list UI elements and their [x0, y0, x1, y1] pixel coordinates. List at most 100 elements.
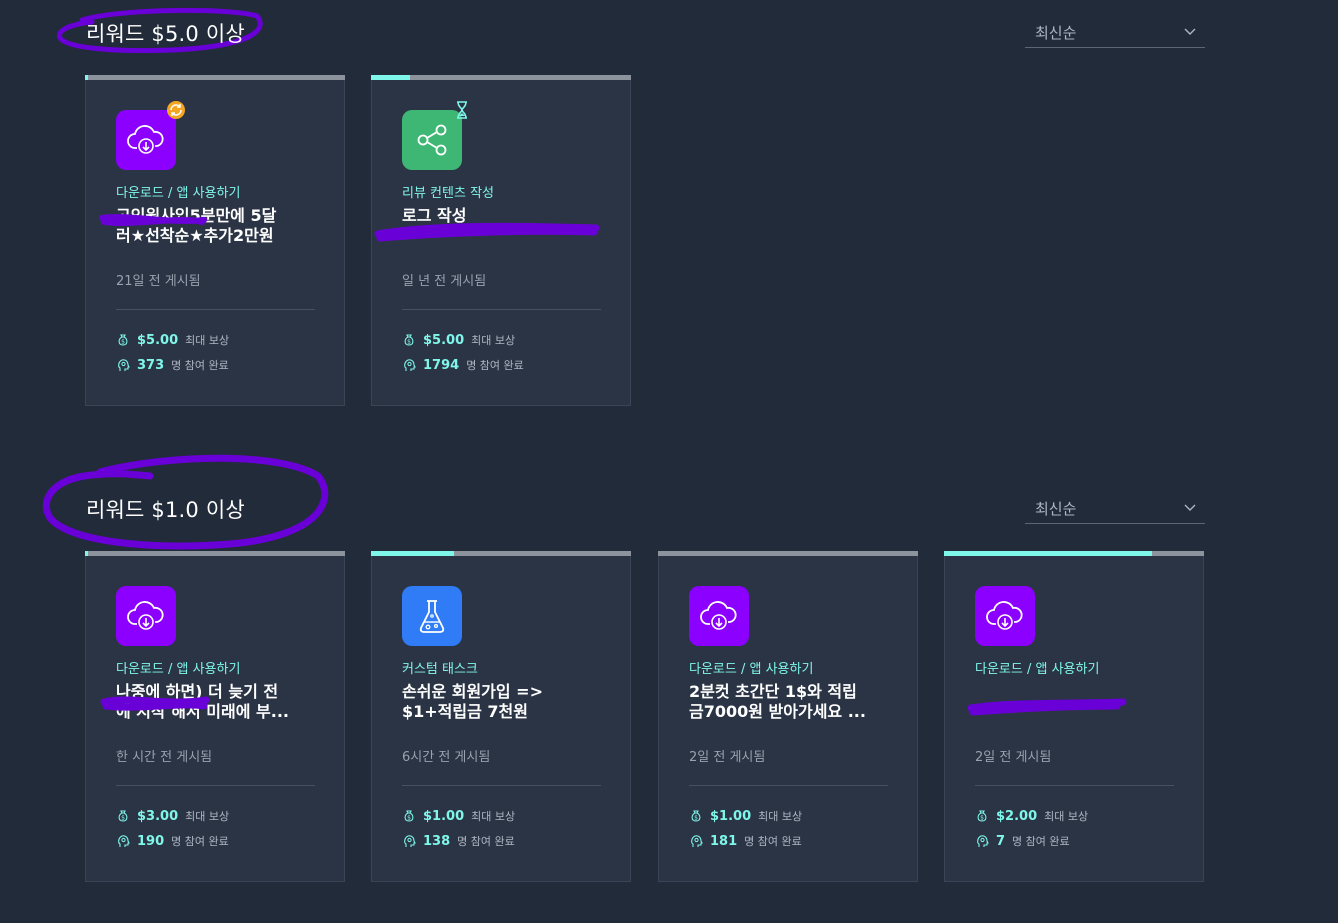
progress-bar — [85, 75, 345, 80]
progress-fill — [371, 551, 455, 556]
money-bag-icon: $ — [118, 810, 128, 822]
sort-dropdown[interactable]: 최신순 — [1025, 492, 1205, 524]
svg-text:$: $ — [980, 815, 984, 822]
chevron-down-icon — [1184, 504, 1196, 511]
progress-fill — [85, 551, 88, 556]
money-bag-icon: $ — [404, 334, 414, 346]
progress-bar — [944, 551, 1204, 556]
task-title-line: 2분컷 초간단 1$와 적립 — [689, 682, 857, 701]
task-card[interactable]: 다운로드 / 앱 사용하기 나중에 하면) 더 늦기 전 에 시작 해서 미래에… — [85, 551, 345, 882]
participants-label: 명 참여 완료 — [466, 359, 524, 372]
task-title-line: 금7000원 받아가세요 ... — [689, 702, 866, 721]
task-title: 고인원사입5분만에 5달 러★선착순★추가2만원 — [116, 206, 316, 246]
task-category: 다운로드 / 앱 사용하기 — [116, 186, 241, 201]
divider — [689, 785, 888, 786]
reward-value: $5.00 — [423, 332, 465, 348]
task-card[interactable]: 다운로드 / 앱 사용하기 고인원사입5분만에 5달 러★선착순★추가2만원 2… — [85, 75, 345, 406]
progress-bar — [85, 551, 345, 556]
task-category: 다운로드 / 앱 사용하기 — [975, 662, 1100, 677]
divider — [116, 309, 315, 310]
task-category: 리뷰 컨텐츠 작성 — [402, 186, 494, 201]
chevron-down-icon — [1184, 28, 1196, 35]
participants-stat: 190 명 참여 완료 — [116, 832, 229, 850]
task-card[interactable]: 리뷰 컨텐츠 작성 로그 작성 일 년 전 게시됨 $ $5.00 최대 보상 … — [371, 75, 631, 406]
reward-value: $5.00 — [137, 332, 179, 348]
participants-value: 1794 — [423, 357, 460, 373]
divider — [975, 785, 1174, 786]
posted-time: 21일 전 게시됨 — [116, 274, 201, 289]
head-icon — [118, 835, 130, 847]
participants-stat: 7 명 참여 완료 — [975, 832, 1070, 850]
hourglass-badge-icon — [457, 101, 467, 119]
participants-value: 7 — [996, 833, 1006, 849]
participants-value: 181 — [710, 833, 738, 849]
reward-stat: $ $2.00 최대 보상 — [975, 807, 1088, 825]
participants-value: 190 — [137, 833, 165, 849]
task-title-line: 에 시작 해서 미래에 부... — [116, 702, 289, 721]
redaction-scribble — [967, 698, 1127, 716]
reward-label: 최대 보상 — [185, 810, 230, 823]
task-title-line: $1+적립금 7천원 — [402, 702, 528, 721]
participants-value: 138 — [423, 833, 451, 849]
sort-dropdown[interactable]: 최신순 — [1025, 16, 1205, 48]
reward-label: 최대 보상 — [471, 334, 516, 347]
head-icon — [691, 835, 703, 847]
task-title-line: 손쉬운 회원가입 => — [402, 682, 543, 701]
reward-stat: $ $1.00 최대 보상 — [689, 807, 802, 825]
svg-text:$: $ — [407, 339, 411, 346]
task-category: 커스텀 태스크 — [402, 662, 478, 677]
reward-label: 최대 보상 — [758, 810, 803, 823]
reward-stat: $ $5.00 최대 보상 — [402, 331, 515, 349]
divider — [402, 785, 601, 786]
sort-dropdown-label: 최신순 — [1035, 500, 1077, 518]
progress-bar — [658, 551, 918, 556]
money-bag-icon: $ — [118, 334, 128, 346]
participants-label: 명 참여 완료 — [1012, 835, 1070, 848]
progress-bar — [371, 75, 631, 80]
share-icon — [402, 110, 462, 170]
money-bag-icon: $ — [977, 810, 987, 822]
refresh-badge-icon — [167, 101, 185, 119]
participants-label: 명 참여 완료 — [171, 835, 229, 848]
posted-time: 일 년 전 게시됨 — [402, 274, 487, 289]
progress-fill — [944, 551, 1152, 556]
divider — [116, 785, 315, 786]
task-title: 나중에 하면) 더 늦기 전 에 시작 해서 미래에 부... — [116, 682, 316, 722]
svg-text:$: $ — [121, 815, 125, 822]
reward-stat: $ $1.00 최대 보상 — [402, 807, 515, 825]
divider — [402, 309, 601, 310]
task-card[interactable]: 다운로드 / 앱 사용하기 2분컷 초간단 1$와 적립 금7000원 받아가세… — [658, 551, 918, 882]
flask-icon — [402, 586, 462, 646]
reward-label: 최대 보상 — [1044, 810, 1089, 823]
svg-text:$: $ — [407, 815, 411, 822]
cloud-download-icon — [975, 586, 1035, 646]
posted-time: 한 시간 전 게시됨 — [116, 750, 213, 765]
reward-label: 최대 보상 — [471, 810, 516, 823]
money-bag-icon: $ — [691, 810, 701, 822]
posted-time: 2일 전 게시됨 — [975, 750, 1052, 765]
head-icon — [404, 835, 416, 847]
participants-label: 명 참여 완료 — [744, 835, 802, 848]
task-title-line: 나중에 하면) 더 늦기 전 — [116, 682, 279, 701]
head-icon — [977, 835, 989, 847]
svg-text:$: $ — [694, 815, 698, 822]
reward-stat: $ $5.00 최대 보상 — [116, 331, 229, 349]
progress-fill — [371, 75, 410, 80]
task-category: 다운로드 / 앱 사용하기 — [116, 662, 241, 677]
task-card[interactable]: 다운로드 / 앱 사용하기 2일 전 게시됨 $ $2.00 최대 보상 7 명… — [944, 551, 1204, 882]
participants-label: 명 참여 완료 — [171, 359, 229, 372]
sort-dropdown-label: 최신순 — [1035, 24, 1077, 42]
reward-value: $1.00 — [423, 808, 465, 824]
participants-stat: 181 명 참여 완료 — [689, 832, 802, 850]
task-title: 2분컷 초간단 1$와 적립 금7000원 받아가세요 ... — [689, 682, 889, 722]
head-icon — [404, 359, 416, 371]
reward-value: $3.00 — [137, 808, 179, 824]
task-title-line: 러★선착순★추가2만원 — [116, 226, 274, 245]
task-title: 손쉬운 회원가입 => $1+적립금 7천원 — [402, 682, 602, 722]
section-title: 리워드 $5.0 이상 — [86, 22, 245, 46]
task-title-line: 고인원사입5분만에 5달 — [116, 206, 277, 225]
task-card[interactable]: 커스텀 태스크 손쉬운 회원가입 => $1+적립금 7천원 6시간 전 게시됨… — [371, 551, 631, 882]
progress-fill — [85, 75, 88, 80]
posted-time: 2일 전 게시됨 — [689, 750, 766, 765]
task-title: 로그 작성 — [402, 206, 602, 226]
